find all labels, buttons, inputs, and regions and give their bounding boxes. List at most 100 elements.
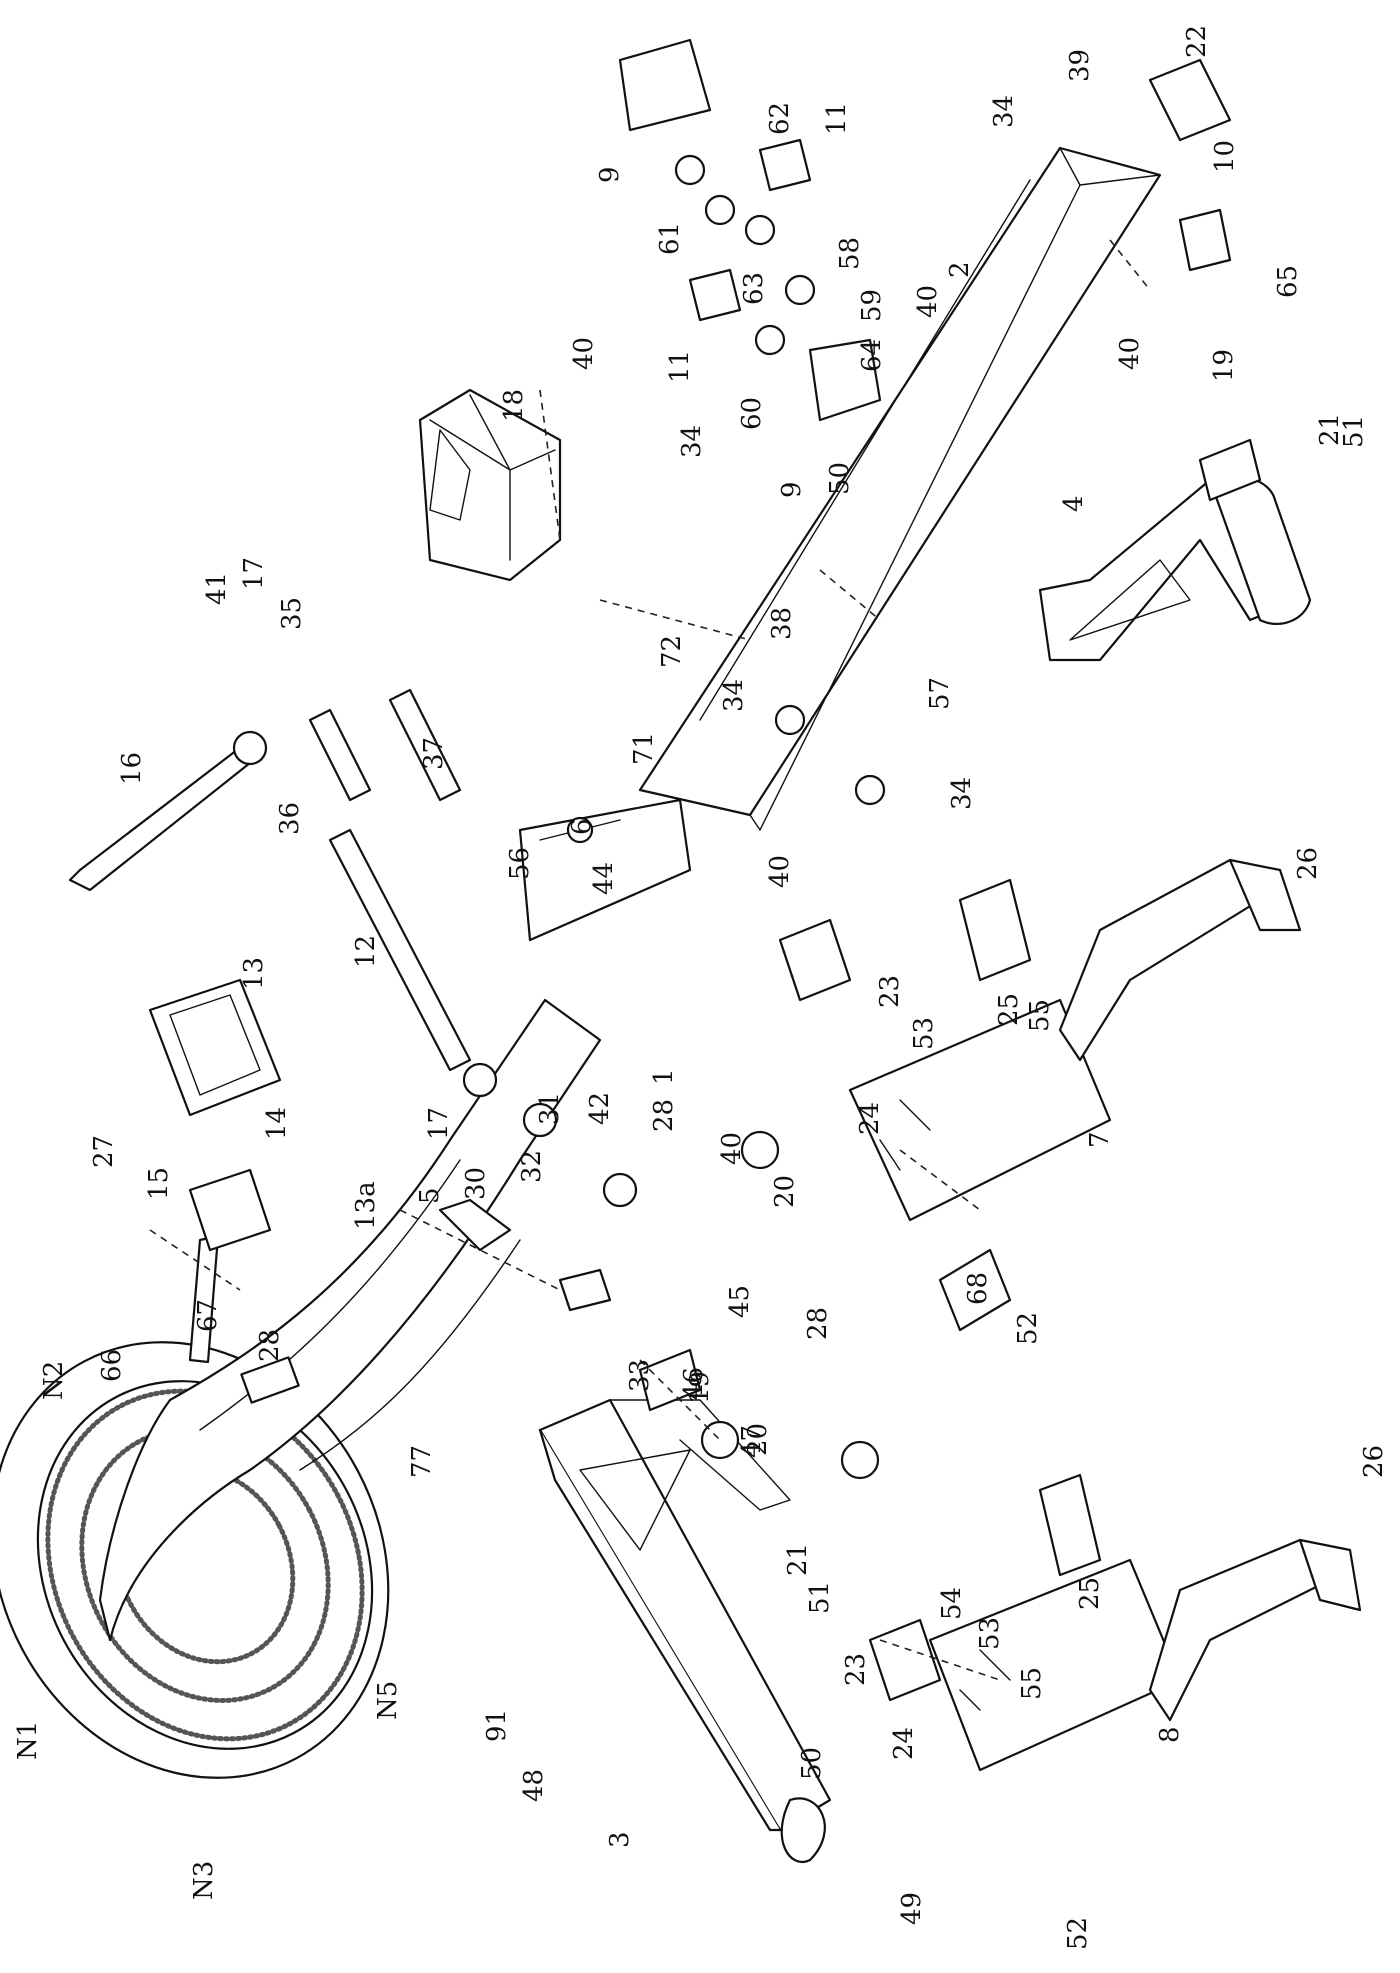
callout-19a: 19 — [1209, 349, 1239, 382]
callout-51a: 51 — [1339, 415, 1369, 448]
callout-34a: 34 — [989, 95, 1019, 128]
callout-N3: N3 — [189, 1861, 219, 1900]
callout-19b: 19 — [685, 1371, 715, 1404]
callout-48: 48 — [519, 1769, 549, 1802]
callout-52b: 52 — [1063, 1917, 1093, 1950]
callout-67: 67 — [193, 1299, 223, 1332]
callout-17b: 17 — [424, 1107, 454, 1140]
callout-18: 18 — [499, 389, 529, 422]
callout-41: 41 — [202, 572, 232, 605]
callout-33: 33 — [625, 1359, 655, 1392]
callout-N5: N5 — [373, 1681, 403, 1720]
callout-21a: 21 — [1315, 413, 1345, 446]
callout-6: 6 — [567, 818, 597, 835]
callout-50b: 50 — [797, 1747, 827, 1780]
callout-34b: 34 — [677, 425, 707, 458]
callout-23a: 23 — [875, 975, 905, 1008]
callout-22: 22 — [1182, 25, 1212, 58]
callout-68: 68 — [963, 1272, 993, 1305]
callout-77: 77 — [407, 1445, 437, 1478]
callout-46: 46 — [679, 1367, 709, 1400]
callout-N1: N1 — [13, 1721, 43, 1760]
callout-25b: 25 — [1075, 1577, 1105, 1610]
seat — [418, 388, 562, 582]
callout-60: 60 — [737, 397, 767, 430]
flywheel — [0, 1341, 390, 1779]
callout-62: 62 — [765, 102, 795, 135]
callout-20b: 20 — [743, 1423, 773, 1456]
callout-11b: 11 — [665, 350, 695, 383]
callout-56: 56 — [505, 847, 535, 880]
front-leg — [538, 1398, 832, 1863]
rear-leg — [1038, 475, 1312, 662]
callout-10: 10 — [1210, 140, 1240, 173]
callout-40b: 40 — [913, 285, 943, 318]
callout-91: 91 — [482, 1709, 512, 1742]
callout-44: 44 — [589, 862, 619, 895]
footplate-right — [848, 998, 1112, 1222]
callout-11a: 11 — [822, 102, 852, 135]
callout-5: 5 — [415, 1187, 445, 1204]
footplate-left — [928, 1558, 1182, 1772]
leader-lines — [149, 239, 1151, 1681]
callout-21b: 21 — [783, 1543, 813, 1576]
callout-49: 49 — [897, 1892, 927, 1925]
callout-63: 63 — [739, 272, 769, 305]
pedal-left — [1148, 1538, 1362, 1722]
callout-37: 37 — [419, 737, 449, 770]
callout-14: 14 — [262, 1107, 292, 1140]
callout-9a: 9 — [595, 166, 625, 183]
callout-58: 58 — [835, 237, 865, 270]
callout-59: 59 — [857, 289, 887, 322]
callout-N2: N2 — [39, 1361, 69, 1400]
caps-and-pads — [638, 58, 1262, 1702]
callout-50a: 50 — [825, 462, 855, 495]
callout-2: 2 — [945, 261, 975, 278]
callout-26a: 26 — [1293, 847, 1323, 880]
callout-23b: 23 — [841, 1653, 871, 1686]
callout-4: 4 — [1059, 495, 1089, 512]
callout-35: 35 — [277, 597, 307, 630]
callout-15: 15 — [144, 1167, 174, 1200]
callout-25a: 25 — [994, 993, 1024, 1026]
callout-40c: 40 — [1115, 337, 1145, 370]
callout-28a: 28 — [649, 1099, 679, 1132]
callout-24b: 24 — [889, 1727, 919, 1760]
callout-40a: 40 — [569, 337, 599, 370]
callout-30: 30 — [461, 1167, 491, 1200]
callout-labels: 1 2 3 4 5 6 7 8 9 9 10 11 11 12 13 13a 1… — [13, 25, 1389, 1950]
callout-27: 27 — [89, 1135, 119, 1168]
main-rail — [638, 146, 1162, 831]
callout-7: 7 — [1085, 1131, 1115, 1148]
callout-36: 36 — [275, 802, 305, 835]
tubes — [68, 688, 472, 1072]
callout-61: 61 — [655, 222, 685, 255]
callout-39: 39 — [1065, 49, 1095, 82]
callout-65: 65 — [1273, 265, 1303, 298]
brackets — [618, 38, 1232, 1332]
callout-51b: 51 — [805, 1581, 835, 1614]
callout-34d: 34 — [947, 777, 977, 810]
arm-brackets — [438, 1198, 612, 1312]
frame-body — [98, 998, 602, 1642]
callout-13a: 13a — [351, 1181, 381, 1230]
callout-40d: 40 — [765, 855, 795, 888]
callout-53b: 53 — [975, 1617, 1005, 1650]
callout-17a: 17 — [239, 557, 269, 590]
callout-55b: 55 — [1017, 1667, 1047, 1700]
callout-26b: 26 — [1359, 1445, 1389, 1478]
callout-54: 54 — [937, 1587, 967, 1620]
monitor-bracket — [188, 1168, 272, 1252]
monitor — [148, 978, 282, 1117]
callout-20a: 20 — [770, 1175, 800, 1208]
callout-52a: 52 — [1013, 1312, 1043, 1345]
callout-64: 64 — [857, 339, 887, 372]
callout-40e: 40 — [717, 1132, 747, 1165]
callout-53a: 53 — [909, 1017, 939, 1050]
callout-42: 42 — [585, 1092, 615, 1125]
callout-8: 8 — [1155, 1726, 1185, 1743]
callout-71: 71 — [629, 732, 659, 765]
callout-72: 72 — [657, 635, 687, 668]
callout-24a: 24 — [855, 1102, 885, 1135]
